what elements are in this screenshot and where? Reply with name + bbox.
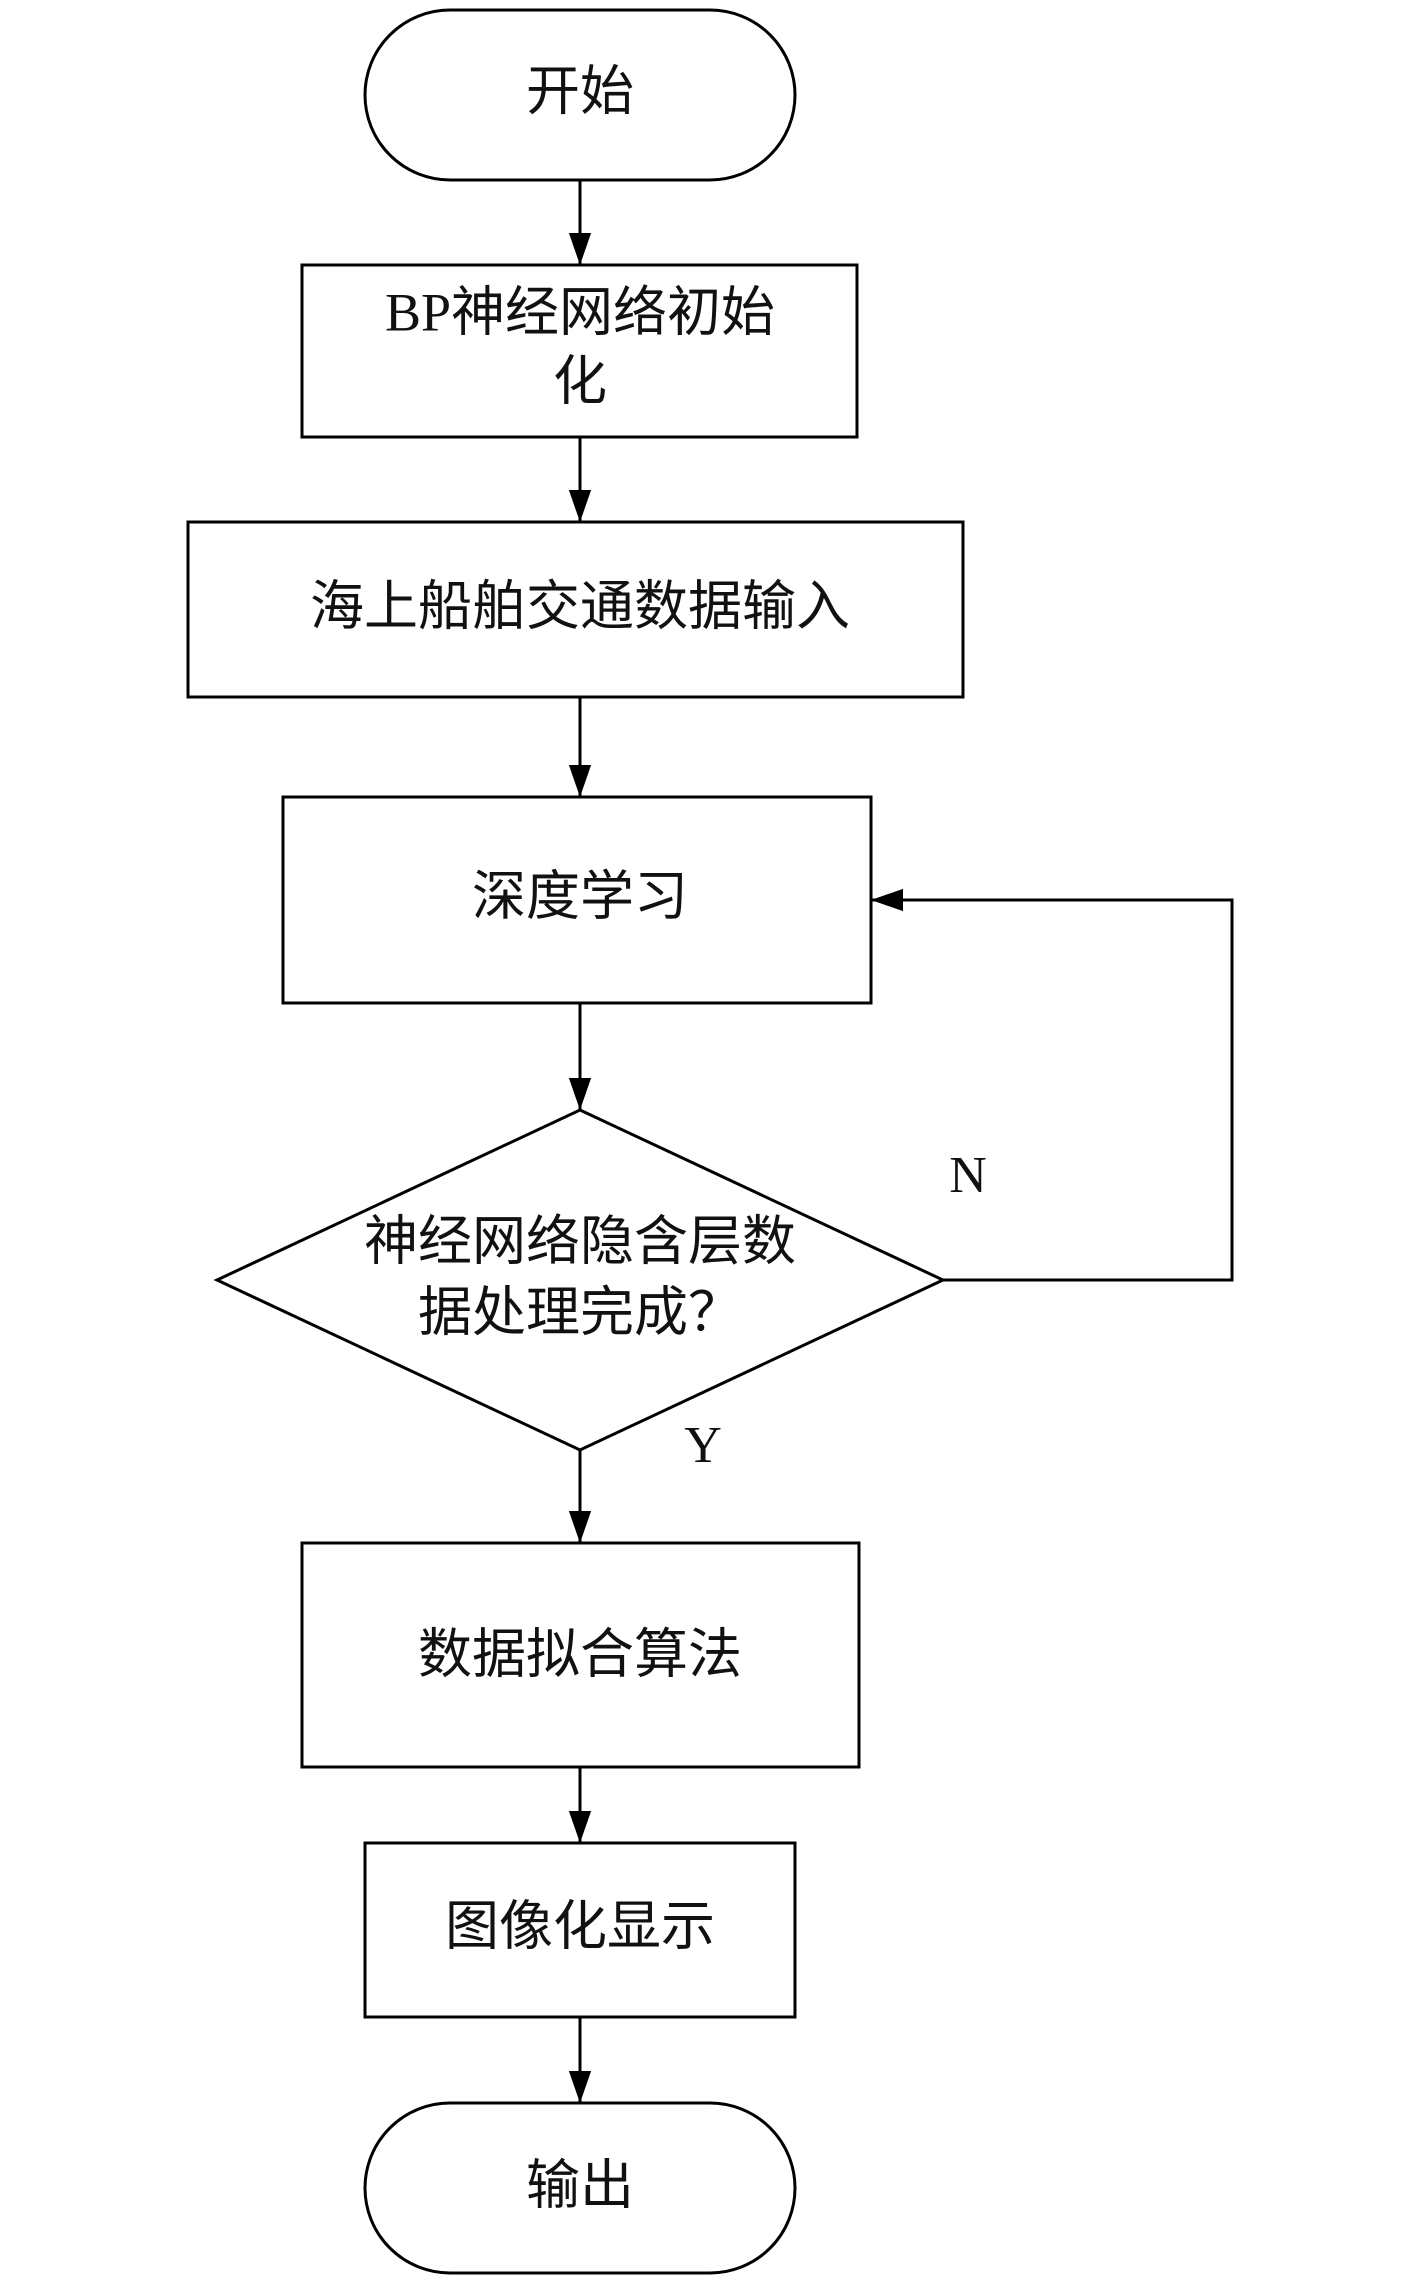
output-terminator-shape (363, 2101, 797, 2275)
decision-label-line1: 神经网络隐含层数 (364, 1211, 796, 1271)
edge-label-no: N (949, 1147, 987, 1204)
image-display-box (363, 1841, 797, 2019)
bp-init-box (300, 263, 859, 439)
decision-diamond (213, 1108, 947, 1452)
output-label: 输出 (526, 2155, 634, 2215)
deep-learning-box (281, 795, 873, 1005)
bp-init-label-line2: 化 (553, 351, 607, 411)
deep-learning-label: 深度学习 (472, 866, 688, 926)
bp-init-label-line1: BP神经网络初始 (385, 282, 775, 342)
edge-decision-no-loop (871, 888, 1234, 1282)
start-label: 开始 (526, 61, 634, 121)
data-input-label: 海上船舶交通数据输入 (310, 576, 850, 636)
node-decision: 神经网络隐含层数 据处理完成？ (213, 1108, 947, 1452)
node-data-input: 海上船舶交通数据输入 (186, 520, 965, 699)
node-deep-learning: 深度学习 (281, 795, 873, 1005)
data-fitting-label: 数据拟合算法 (418, 1624, 742, 1684)
decision-label-line2: 据处理完成？ (418, 1282, 742, 1342)
node-bp-init: BP神经网络初始 化 (300, 263, 859, 439)
start-terminator-shape (363, 8, 797, 182)
node-data-fitting: 数据拟合算法 (300, 1541, 861, 1769)
image-display-label: 图像化显示 (445, 1896, 715, 1956)
edge-label-yes: Y (684, 1417, 722, 1474)
data-fitting-box (300, 1541, 861, 1769)
node-output: 输出 (363, 2101, 797, 2275)
data-input-box (186, 520, 965, 699)
edges (568, 180, 1234, 2103)
node-image-display: 图像化显示 (363, 1841, 797, 2019)
node-start: 开始 (363, 8, 797, 182)
